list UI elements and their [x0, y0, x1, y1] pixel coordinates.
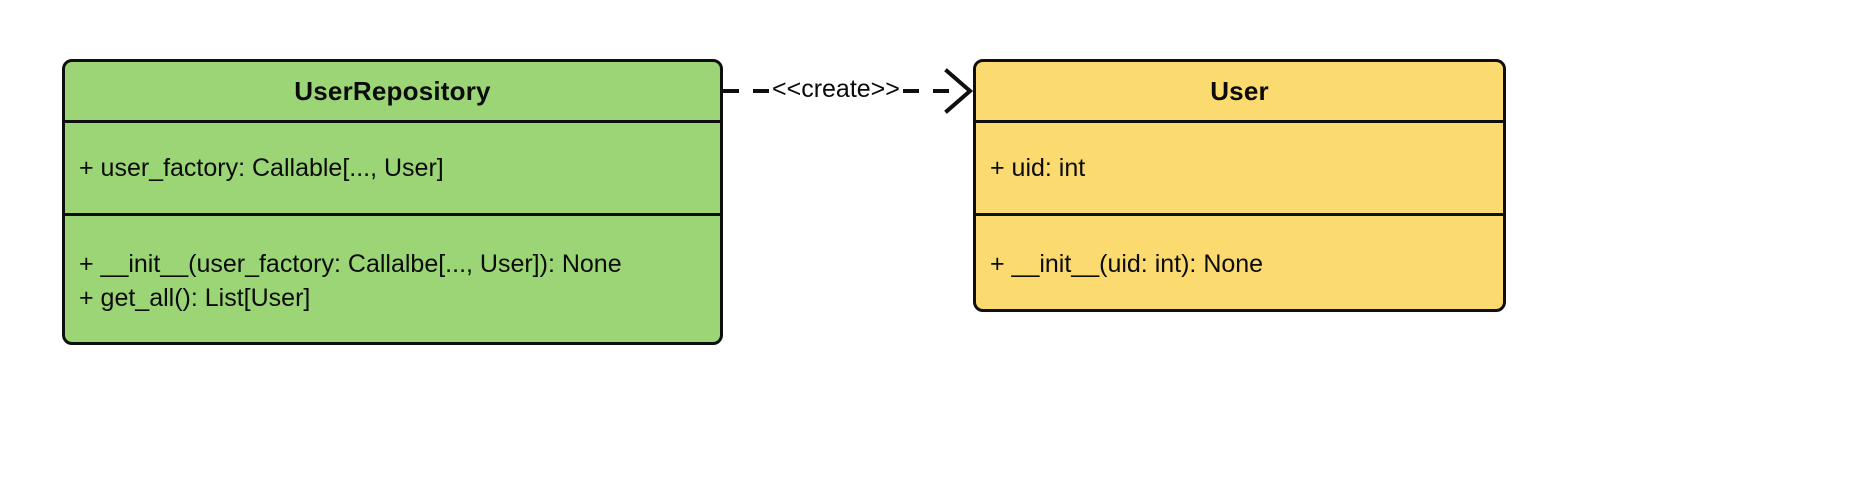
attributes-compartment-user: + uid: int: [976, 123, 1503, 213]
class-box-userrepository[interactable]: UserRepository + user_factory: Callable[…: [62, 59, 723, 345]
class-name-user: User: [1210, 75, 1269, 106]
attributes-compartment-userrepository: + user_factory: Callable[..., User]: [65, 123, 720, 213]
method-row: + get_all(): List[User]: [79, 283, 311, 312]
compartment-divider: [976, 120, 1503, 123]
compartment-divider: [976, 213, 1503, 216]
dependency-stereotype-label: <<create>>: [770, 75, 902, 104]
dependency-connector-create[interactable]: [723, 60, 975, 130]
method-row: + __init__(user_factory: Callalbe[..., U…: [79, 249, 622, 278]
compartment-divider: [65, 213, 720, 216]
attribute-row: + user_factory: Callable[..., User]: [79, 154, 444, 182]
methods-compartment-user: + __init__(uid: int): None: [976, 216, 1503, 309]
compartment-divider: [65, 120, 720, 123]
class-box-user[interactable]: User + uid: int + __init__(uid: int): No…: [973, 59, 1506, 312]
dependency-arrow-icon: [723, 68, 974, 114]
method-row: + __init__(uid: int): None: [990, 250, 1264, 278]
methods-compartment-userrepository: + __init__(user_factory: Callalbe[..., U…: [65, 216, 720, 342]
attribute-row: + uid: int: [990, 154, 1086, 182]
class-name-userrepository: UserRepository: [294, 75, 491, 106]
